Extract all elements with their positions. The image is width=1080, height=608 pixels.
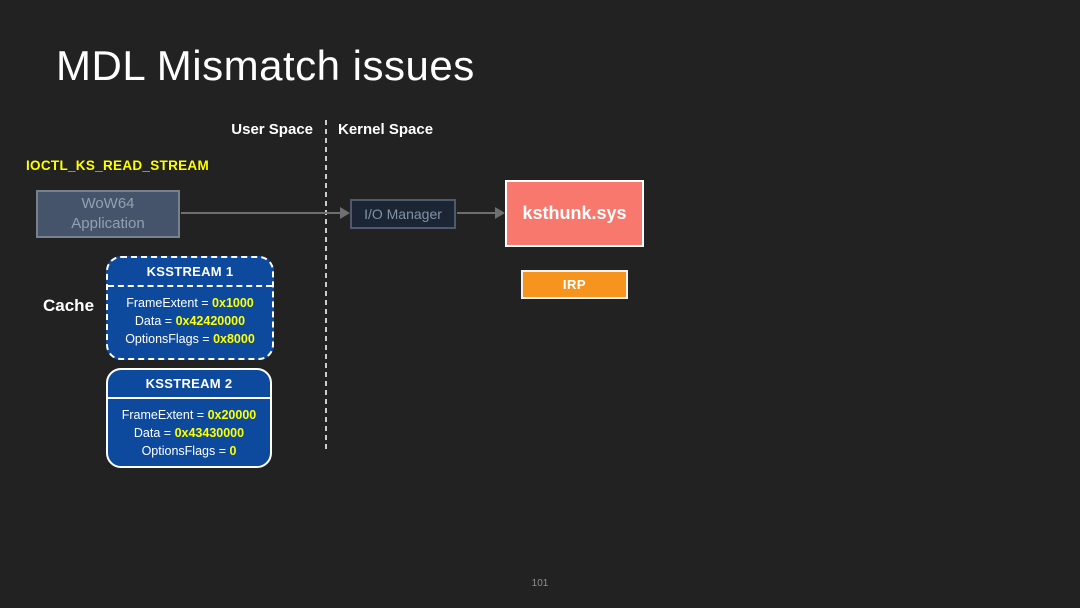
field-label: OptionsFlags = — [141, 444, 230, 458]
ksstream2-box: KSSTREAM 2 FrameExtent = 0x20000 Data = … — [106, 368, 272, 468]
ksstream1-title: KSSTREAM 1 — [146, 264, 234, 279]
wow64-label-line1: WoW64 — [81, 194, 135, 212]
page-title: MDL Mismatch issues — [56, 42, 475, 89]
arrow-wow64-to-iomanager-head — [340, 207, 350, 219]
ksstream1-box: KSSTREAM 1 FrameExtent = 0x1000 Data = 0… — [106, 256, 274, 360]
user-space-label: User Space — [231, 121, 313, 138]
field-value: 0x8000 — [213, 332, 255, 346]
slide-page-number: 101 — [531, 578, 549, 589]
io-manager-label: I/O Manager — [364, 206, 442, 222]
io-manager-box: I/O Manager — [350, 199, 456, 229]
ksthunk-label: ksthunk.sys — [522, 203, 627, 223]
field-label: FrameExtent = — [121, 408, 208, 422]
ksstream2-field-optionsflags: OptionsFlags = 0 — [142, 442, 237, 460]
ksthunk-sys-box: ksthunk.sys — [505, 180, 644, 247]
irp-box: IRP — [521, 270, 628, 299]
ksstream1-field-frameextent: FrameExtent = 0x1000 — [126, 294, 254, 312]
ioctl-ks-read-stream-label: IOCTL_KS_READ_STREAM — [26, 158, 210, 173]
field-label: Data = — [134, 314, 176, 328]
ksstream2-title: KSSTREAM 2 — [145, 376, 233, 391]
field-value: 0x20000 — [207, 408, 257, 422]
field-value: 0 — [229, 444, 237, 458]
field-label: Data = — [133, 426, 175, 440]
wow64-application-box: WoW64 Application — [36, 190, 180, 238]
ksstream1-field-data: Data = 0x42420000 — [135, 312, 245, 330]
arrow-iomanager-to-ksthunk-head — [495, 207, 505, 219]
field-value: 0x42420000 — [175, 314, 246, 328]
field-label: OptionsFlags = — [125, 332, 214, 346]
ksstream2-field-frameextent: FrameExtent = 0x20000 — [122, 406, 256, 424]
field-value: 0x43430000 — [174, 426, 245, 440]
ksstream1-separator — [108, 285, 272, 287]
kernel-space-label: Kernel Space — [338, 121, 434, 138]
ksstream2-separator — [108, 397, 270, 399]
ksstream1-field-optionsflags: OptionsFlags = 0x8000 — [125, 330, 255, 348]
field-label: FrameExtent = — [126, 296, 213, 310]
wow64-label-line2: Application — [71, 215, 145, 232]
field-value: 0x1000 — [212, 296, 254, 310]
ksstream2-field-data: Data = 0x43430000 — [134, 424, 244, 442]
cache-label: Cache — [43, 296, 95, 315]
irp-label: IRP — [562, 277, 587, 292]
